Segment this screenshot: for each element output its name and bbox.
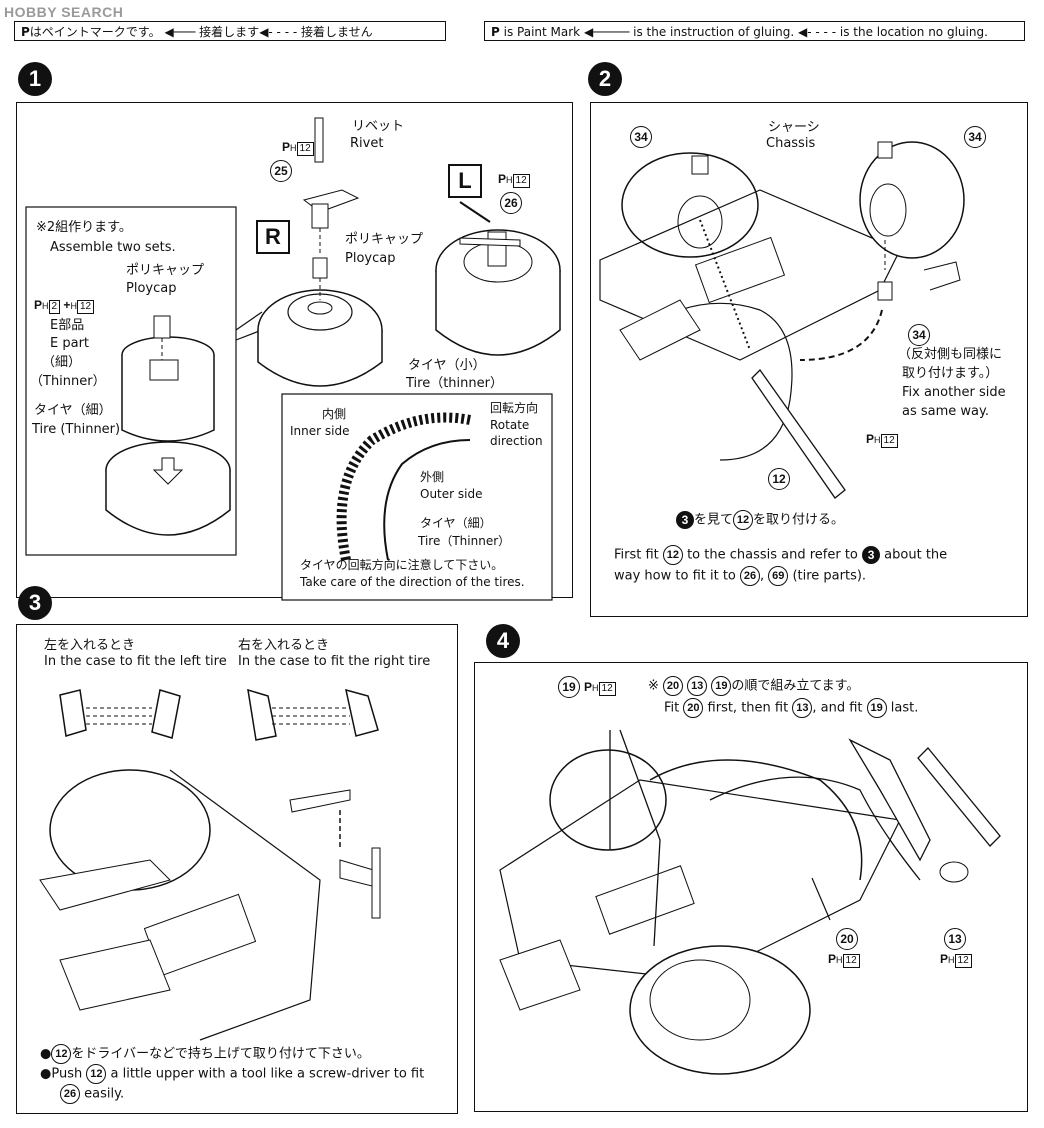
other-side-jp2: 取り付けます。） (902, 366, 999, 381)
tire-thin-jp: タイヤ（細） (34, 403, 112, 418)
part-number-34-left: 34 (630, 126, 652, 148)
part-number-12: 12 (768, 468, 790, 490)
inner-side-jp: 内側 (322, 407, 347, 421)
step3-note-en-line1: ●Push 12 a little upper with a tool like… (40, 1064, 424, 1084)
arrow-solid-icon: ◀───── (583, 25, 630, 39)
part-number-34-bottom: 34 (908, 324, 930, 346)
arrow-dashed-icon: ◀- - - - (798, 25, 837, 39)
other-side-jp1: （反対側も同様に (898, 347, 1003, 362)
other-side-en1: Fix another side (902, 385, 1006, 400)
polycap-label-jp: ポリキャップ (345, 232, 424, 247)
polycap2-label-en: Ploycap (126, 281, 177, 296)
part-number-25: 25 (270, 160, 292, 182)
step-3-number: 3 (18, 586, 52, 620)
bullet-dot-icon: ● (40, 1066, 52, 1082)
thin-label-jp: （細） (42, 355, 82, 370)
rotate-dir-jp: 回転方向 (490, 401, 539, 415)
step-1-number: 1 (18, 62, 52, 96)
tire-small-jp: タイヤ（小） (408, 358, 486, 373)
part-number-13: 13 (944, 928, 966, 950)
watermark-logo: HOBBY SEARCH (4, 4, 124, 20)
assemble-note-jp: ※2組作ります。 (36, 220, 132, 235)
inner-side-en: Inner side (290, 424, 350, 438)
polycap-label-en: Ploycap (345, 251, 396, 266)
part-number-26: 26 (500, 192, 522, 214)
arrow-solid-icon: ◀─── (164, 25, 196, 39)
step-2-number: 2 (588, 62, 622, 96)
bullet-dot-icon: ● (40, 1046, 52, 1062)
epart-label-jp: E部品 (50, 318, 85, 333)
thin-label-en: （Thinner） (30, 374, 106, 389)
part-number-34-right: 34 (964, 126, 986, 148)
polycap2-label-jp: ポリキャップ (126, 263, 205, 278)
part-number-20: 20 (836, 928, 858, 950)
legend-jp-text3: 接着しません (301, 25, 373, 39)
left-tire-en: In the case to fit the left tire (44, 654, 227, 669)
rivet-label-en: Rivet (350, 136, 384, 151)
legend-en-text1: is Paint Mark (503, 25, 581, 39)
label-R: R (256, 220, 290, 254)
rotation-note-jp: タイヤの回転方向に注意して下さい。 (300, 558, 504, 572)
rotate-dir-en2: direction (490, 434, 543, 448)
legend-jp-text2: 接着します (199, 25, 260, 39)
tire-small-en: Tire（thinner） (406, 376, 503, 391)
tire-detail-en: Tire（Thinner） (418, 534, 511, 548)
rivet-label-jp: リベット (352, 119, 405, 134)
legend-en-text2: is the instruction of gluing. (633, 25, 795, 39)
epart-label-en: E part (50, 336, 90, 351)
chassis-label-jp: シャーシ (768, 120, 820, 135)
step2-instruction-line2: way how to fit it to 26, 69 (tire parts)… (614, 566, 866, 586)
right-tire-en: In the case to fit the right tire (238, 654, 431, 669)
right-tire-jp: 右を入れるとき (238, 638, 330, 653)
legend-jp-text1: はペイントマークです。 (29, 25, 161, 39)
left-tire-jp: 左を入れるとき (44, 638, 136, 653)
chassis-label-en: Chassis (766, 136, 816, 151)
legend-japanese: Pはペイントマークです。 ◀─── 接着します◀- - - - 接着しません (14, 21, 446, 41)
rotate-dir-en1: Rotate (490, 418, 530, 432)
assemble-note-en: Assemble two sets. (50, 240, 176, 255)
assembly-order-en: Fit 20 first, then fit 13, and fit 19 la… (664, 698, 918, 718)
tire-detail-jp: タイヤ（細） (420, 516, 492, 530)
step3-note-en-line2: 26 easily. (60, 1084, 124, 1104)
step-4-number: 4 (486, 624, 520, 658)
part-number-19: 19 (558, 676, 580, 698)
legend-en-text3: is the location no gluing. (839, 25, 988, 39)
paint-mark-label: P (21, 25, 30, 39)
arrow-dashed-icon: ◀- - - - (259, 25, 298, 39)
rotation-note-en: Take care of the direction of the tires. (300, 575, 525, 589)
step2-instruction-line1: First fit 12 to the chassis and refer to… (614, 545, 947, 565)
outer-side-jp: 外側 (420, 470, 445, 484)
label-L: L (448, 164, 482, 198)
outer-side-en: Outer side (420, 487, 483, 501)
paint-mark-label: P (491, 25, 500, 39)
other-side-en2: as same way. (902, 404, 989, 419)
legend-english: P is Paint Mark ◀───── is the instructio… (484, 21, 1025, 41)
tire-thin-en: Tire (Thinner) (32, 422, 121, 437)
